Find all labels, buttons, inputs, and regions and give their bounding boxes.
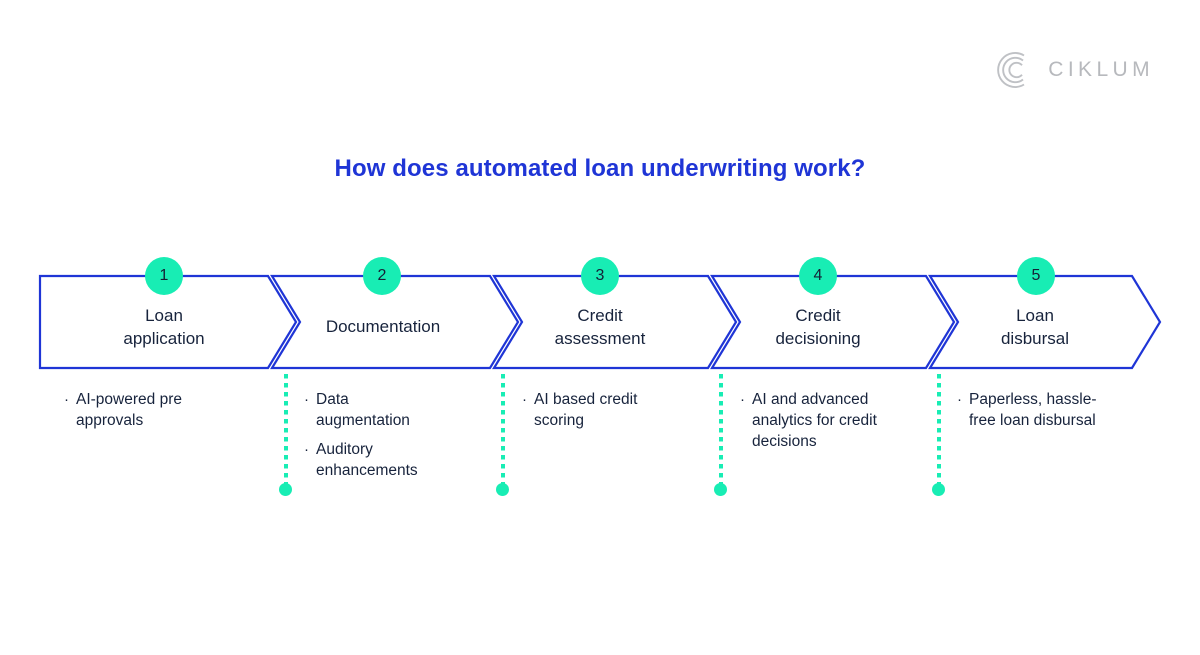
step-bullets-1: · AI-powered pre approvals: [64, 389, 264, 439]
bullet-text: AI-powered pre approvals: [76, 391, 182, 429]
step-label-4: Credit decisioning: [775, 306, 861, 348]
step-label-2: Documentation: [325, 317, 441, 336]
bullet-marker-icon: ·: [64, 391, 69, 408]
step-number-badge-1: 1: [145, 257, 183, 295]
step-label-3: Credit assessment: [554, 306, 646, 348]
list-item: · Data augmentation: [304, 389, 504, 431]
brand-logo-text: CIKLUM: [1048, 58, 1154, 81]
connector-dot-4: [714, 483, 727, 496]
list-item: · Auditory enhancements: [304, 439, 504, 481]
bullet-text: Data augmentation: [316, 391, 410, 429]
bullet-marker-icon: ·: [304, 391, 309, 408]
step-bullets-4: · AI and advanced analytics for credit d…: [740, 389, 940, 460]
chevron-shape-1: [38, 274, 298, 370]
step-number-4: 4: [813, 267, 823, 284]
step-number-5: 5: [1031, 267, 1041, 284]
step-bullets-2: · Data augmentation · Auditory enhanceme…: [304, 389, 504, 489]
list-item: · AI and advanced analytics for credit d…: [740, 389, 940, 452]
chevron-shape-2: [270, 274, 520, 370]
connector-dot-2: [279, 483, 292, 496]
ciklum-mark-icon: [997, 52, 1025, 88]
bullet-text: Auditory enhancements: [316, 441, 418, 479]
list-item: · Paperless, hassle- free loan disbursal: [957, 389, 1167, 431]
connector-line-3: [501, 374, 505, 486]
step-label-5: Loan disbursal: [1000, 306, 1070, 348]
chevron-shape-4: [710, 274, 956, 370]
chevron-shape-5: [928, 274, 1162, 370]
process-chevron-row: [38, 274, 1162, 370]
brand-logo: CIKLUM: [990, 48, 1154, 92]
bullet-marker-icon: ·: [740, 391, 745, 408]
bullet-marker-icon: ·: [522, 391, 527, 408]
connector-line-2: [284, 374, 288, 486]
list-item: · AI based credit scoring: [522, 389, 732, 431]
page-title: How does automated loan underwriting wor…: [334, 155, 866, 182]
step-bullets-3: · AI based credit scoring: [522, 389, 732, 439]
step-label-1: Loan application: [123, 306, 205, 348]
bullet-marker-icon: ·: [957, 391, 962, 408]
step-number-badge-3: 3: [581, 257, 619, 295]
bullet-text: Paperless, hassle- free loan disbursal: [969, 391, 1097, 429]
step-number-badge-2: 2: [363, 257, 401, 295]
step-bullets-5: · Paperless, hassle- free loan disbursal: [957, 389, 1167, 439]
step-number-2: 2: [377, 267, 387, 284]
bullet-marker-icon: ·: [304, 441, 309, 458]
connector-line-4: [719, 374, 723, 486]
list-item: · AI-powered pre approvals: [64, 389, 264, 431]
bullet-text: AI and advanced analytics for credit dec…: [752, 391, 877, 450]
step-number-badge-5: 5: [1017, 257, 1055, 295]
connector-dot-3: [496, 483, 509, 496]
step-number-badge-4: 4: [799, 257, 837, 295]
bullet-text: AI based credit scoring: [534, 391, 638, 429]
chevron-shape-3: [492, 274, 738, 370]
connector-line-5: [937, 374, 941, 486]
step-number-1: 1: [159, 267, 169, 284]
step-number-3: 3: [595, 267, 605, 284]
connector-dot-5: [932, 483, 945, 496]
